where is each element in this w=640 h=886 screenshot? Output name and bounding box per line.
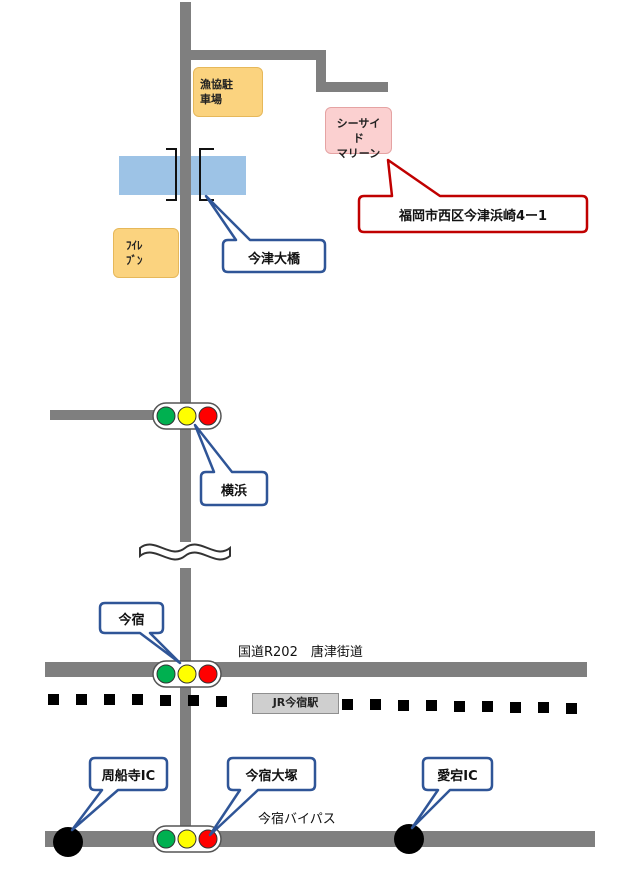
- road-label-bypass: 今宿バイパス: [258, 812, 336, 827]
- callout-otsuka-shape: [208, 756, 317, 837]
- shusenji-ic-marker: [53, 827, 83, 857]
- place-gyokyo-line2: 車場: [200, 93, 222, 106]
- road-label-route202: 国道R202 唐津街道: [238, 645, 363, 660]
- main-road-vertical-lower: [180, 568, 191, 838]
- north-road-horizontal: [186, 50, 326, 60]
- callout-shusenji-text: 周船寺IC: [101, 769, 156, 784]
- place-gyokyo-parking: 漁協駐 車場: [193, 67, 263, 117]
- atago-ic-marker: [394, 824, 424, 854]
- place-gyokyo-line1: 漁協駐: [200, 78, 233, 91]
- bypass-road: [45, 831, 595, 847]
- place-seaside-line2: マリーン: [336, 147, 381, 160]
- west-road: [50, 410, 184, 420]
- place-eleven-line1: ﾌｲﾚ: [126, 239, 143, 252]
- callout-yokohama-text: 横浜: [220, 484, 247, 499]
- callout-yokohama-shape: [193, 423, 269, 507]
- callout-imajuku-text: 今宿: [118, 613, 145, 628]
- place-seaside-marine: シーサイド マリーン: [325, 107, 392, 160]
- callout-imazu-ohashi-text: 今津大橋: [247, 252, 300, 267]
- place-eleven-line2: ﾌﾞﾝ: [126, 254, 143, 267]
- callout-address-shape: [357, 158, 589, 234]
- place-eleven: ﾌｲﾚ ﾌﾞﾝ: [113, 228, 179, 278]
- jr-railway: [48, 694, 577, 714]
- place-seaside-line1: シーサイド: [336, 117, 381, 145]
- north-road-drop: [316, 50, 326, 90]
- callout-imazu-ohashi-shape: [204, 194, 327, 274]
- callout-otsuka-text: 今宿大塚: [245, 769, 298, 784]
- signal-imajuku: [152, 660, 222, 688]
- callout-shapes: [70, 194, 494, 837]
- signal-yokohama: [152, 402, 222, 430]
- callout-shusenji-shape: [70, 756, 169, 832]
- roads: [45, 2, 595, 847]
- callout-atago-text: 愛宕IC: [437, 769, 478, 784]
- north-road-right: [316, 82, 388, 92]
- bridge-brackets: [166, 148, 214, 201]
- jr-imajuku-station: JR今宿駅: [252, 693, 339, 714]
- signal-imajuku-otsuka: [152, 825, 222, 853]
- main-road-vertical: [180, 2, 191, 542]
- route202-road: [45, 662, 587, 677]
- map-break-symbol: [139, 543, 231, 561]
- callout-atago-shape: [410, 756, 494, 830]
- callout-imajuku-shape: [98, 601, 182, 665]
- callout-address-text: 福岡市西区今津浜崎4ー1: [398, 209, 548, 224]
